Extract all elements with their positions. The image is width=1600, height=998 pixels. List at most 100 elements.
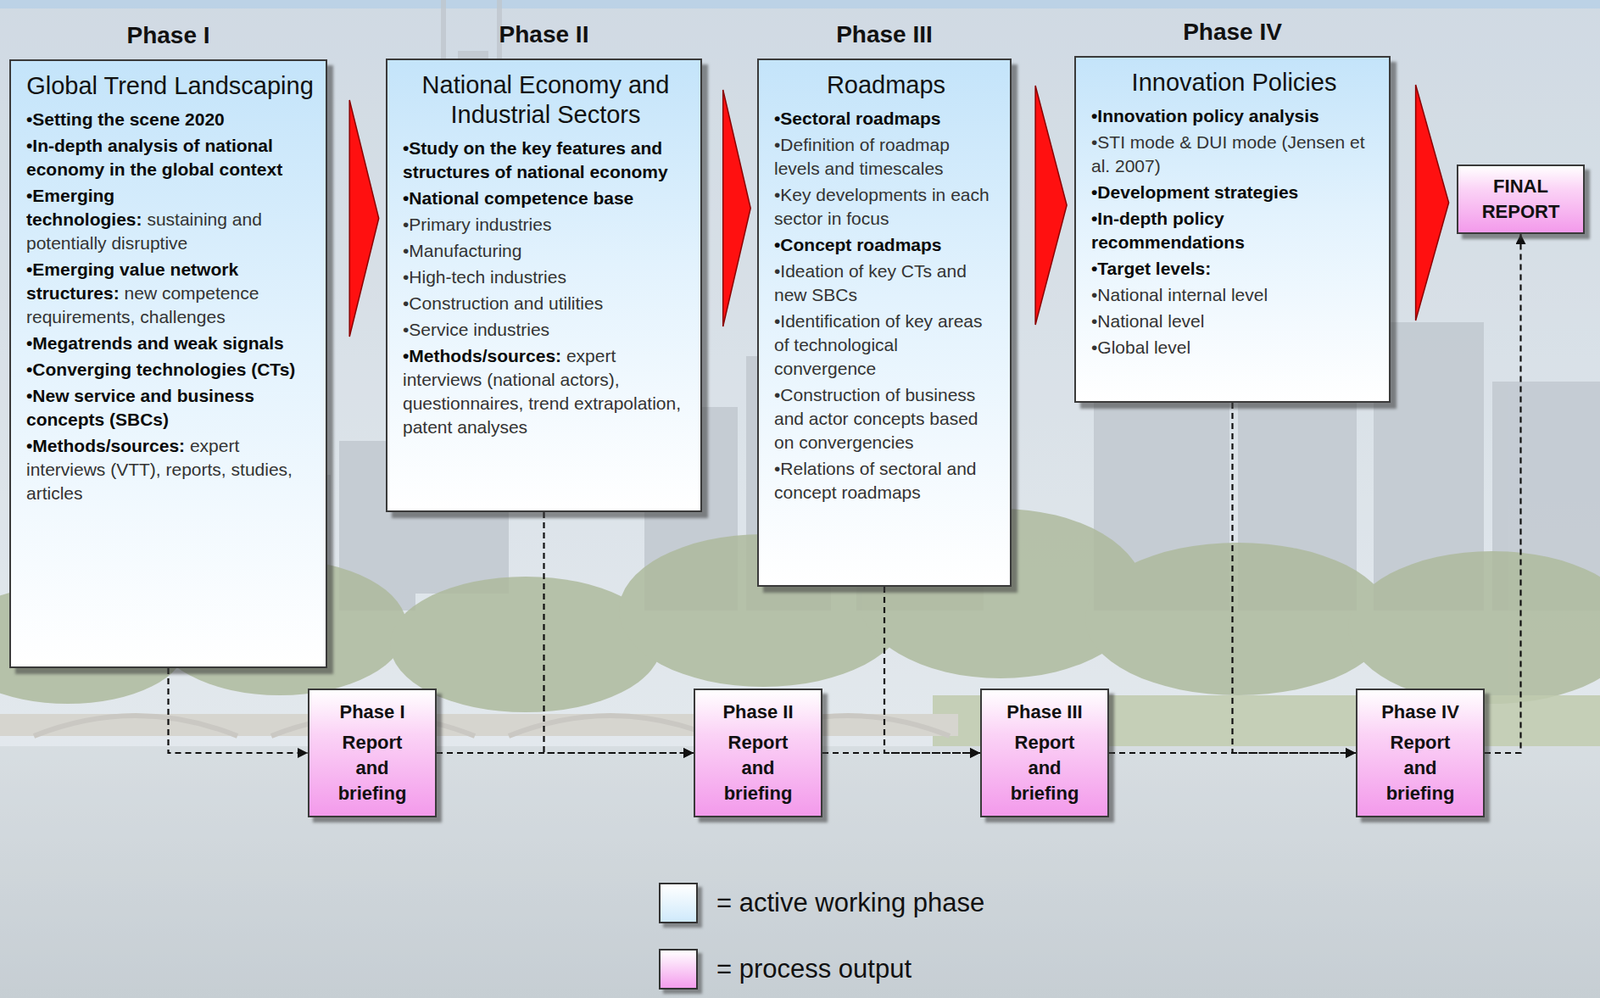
report-text: Phase III bbox=[1006, 699, 1082, 725]
bullet-item: •Sectoral roadmaps bbox=[774, 106, 998, 131]
report-box: Phase II Report and briefing bbox=[693, 688, 823, 818]
bullet-text: •Definition of roadmap levels and timesc… bbox=[774, 134, 950, 179]
bullet-item: •Innovation policy analysis bbox=[1091, 104, 1378, 129]
bullet-bold-text: •Sectoral roadmaps bbox=[774, 108, 941, 129]
dashed-connector bbox=[1484, 234, 1522, 753]
bullet-item: •In-depth policy recommendations bbox=[1091, 206, 1378, 255]
bullet-text: •Global level bbox=[1091, 337, 1191, 357]
dashed-connector bbox=[436, 752, 694, 754]
bullet-bold-text: •Emerging technologies: bbox=[26, 185, 143, 229]
bullet-text: •Construction of business and actor conc… bbox=[774, 384, 979, 452]
bullet-item: •National internal level bbox=[1091, 283, 1378, 307]
bullet-item: •Construction and utilities bbox=[402, 291, 689, 316]
report-text: Report and briefing bbox=[712, 730, 804, 807]
phase-box: Phase IGlobal Trend Landscaping•Setting … bbox=[9, 59, 328, 669]
report-text: Report and briefing bbox=[326, 730, 419, 807]
phase-box: Phase IVInnovation Policies•Innovation p… bbox=[1074, 55, 1391, 403]
bullet-bold-text: •Target levels: bbox=[1091, 258, 1211, 279]
bullet-item: •Concept roadmaps bbox=[774, 233, 998, 257]
bullet-item: •Global level bbox=[1091, 335, 1378, 360]
bullet-item: •Setting the scene 2020 bbox=[26, 107, 314, 132]
legend-text: = active working phase bbox=[716, 887, 985, 919]
bullet-text: •STI mode & DUI mode (Jensen et al. 2007… bbox=[1091, 132, 1366, 176]
box-title: Global Trend Landscaping bbox=[26, 71, 314, 101]
legend-row: = process output bbox=[658, 948, 912, 990]
bullet-item: •Emerging value network structures:new c… bbox=[26, 257, 314, 329]
report-text: Report and briefing bbox=[1374, 730, 1467, 807]
report-text: Report and briefing bbox=[998, 730, 1091, 807]
bullet-item: •Primary industries bbox=[402, 212, 689, 237]
bullet-text: •Construction and utilities bbox=[402, 293, 603, 313]
box-title: Innovation Policies bbox=[1091, 67, 1378, 98]
dashed-connector bbox=[168, 668, 309, 753]
legend-text: = process output bbox=[716, 953, 912, 985]
legend-row: = active working phase bbox=[658, 882, 985, 924]
bullet-text: •National level bbox=[1091, 311, 1205, 331]
legend-swatch bbox=[658, 948, 698, 990]
bullet-bold-text: •Concept roadmaps bbox=[774, 234, 943, 255]
bullet-item: •Service industries bbox=[402, 317, 689, 342]
report-text: Phase IV bbox=[1381, 699, 1460, 725]
bullet-text: •High-tech industries bbox=[402, 267, 567, 287]
report-box: Phase I Report and briefing bbox=[307, 688, 437, 818]
bullet-item: •Study on the key features and structure… bbox=[402, 136, 689, 184]
bullet-bold-text: •Methods/sources: bbox=[26, 435, 185, 456]
box-title: National Economy and Industrial Sectors bbox=[402, 70, 689, 130]
report-text: Phase II bbox=[722, 699, 793, 725]
phase-label: Phase III bbox=[758, 21, 1010, 49]
bullet-item: •In-depth analysis of national economy i… bbox=[26, 133, 314, 182]
bullet-bold-text: •Study on the key features and structure… bbox=[402, 138, 669, 182]
phase-label: Phase I bbox=[11, 22, 326, 50]
bullet-bold-text: •Development strategies bbox=[1091, 182, 1299, 202]
bullet-item: •Relations of sectoral and concept roadm… bbox=[774, 457, 998, 505]
bullet-bold-text: •Converging technologies (CTs) bbox=[26, 359, 296, 380]
dashed-connector bbox=[544, 512, 695, 753]
bullet-item: •STI mode & DUI mode (Jensen et al. 2007… bbox=[1091, 130, 1378, 179]
bullet-bold-text: •Megatrends and weak signals bbox=[26, 333, 285, 353]
phase-flow-arrow bbox=[1416, 84, 1450, 321]
bullet-item: •National level bbox=[1091, 309, 1378, 334]
bullet-item: •Methods/sources:expert interviews (nati… bbox=[402, 344, 689, 440]
bullet-text: •Key developments in each sector in focu… bbox=[774, 184, 990, 229]
final-report-box: FINAL REPORT bbox=[1456, 164, 1585, 235]
bullet-item: •Converging technologies (CTs) bbox=[26, 357, 314, 382]
dashed-connector bbox=[1232, 402, 1357, 753]
bullet-bold-text: •In-depth analysis of national economy i… bbox=[26, 135, 283, 179]
box-title: Roadmaps bbox=[774, 70, 998, 101]
bullet-text: •Ideation of key CTs and new SBCs bbox=[774, 261, 967, 305]
bullet-bold-text: •National competence base bbox=[402, 188, 634, 208]
bullet-item: •Megatrends and weak signals bbox=[26, 331, 314, 356]
bullet-item: •Construction of business and actor conc… bbox=[774, 383, 998, 455]
bullet-item: •Definition of roadmap levels and timesc… bbox=[774, 133, 998, 181]
phase-box: Phase IINational Economy and Industrial … bbox=[385, 58, 703, 513]
phase-flow-arrow bbox=[349, 100, 380, 337]
bullet-item: •Ideation of key CTs and new SBCs bbox=[774, 259, 998, 307]
bullet-text: •Primary industries bbox=[402, 214, 552, 235]
report-text: Phase I bbox=[339, 699, 405, 725]
bullet-bold-text: •Innovation policy analysis bbox=[1091, 105, 1320, 126]
phase-flow-arrow bbox=[723, 89, 752, 327]
bullet-item: •High-tech industries bbox=[402, 265, 689, 290]
bullet-text: •Manufacturing bbox=[402, 240, 522, 261]
bullet-item: •Target levels: bbox=[1091, 256, 1378, 281]
bullet-item: •National competence base bbox=[402, 186, 689, 211]
bullet-item: •New service and business concepts (SBCs… bbox=[26, 384, 314, 432]
bullet-item: •Emerging technologies:sustaining and po… bbox=[26, 183, 314, 256]
legend-swatch bbox=[658, 882, 698, 924]
dashed-connector bbox=[884, 586, 981, 753]
bullet-item: •Identification of key areas of technolo… bbox=[774, 309, 998, 381]
bullet-bold-text: •New service and business concepts (SBCs… bbox=[26, 385, 255, 430]
bullet-bold-text: •Setting the scene 2020 bbox=[26, 109, 225, 129]
bullet-item: •Key developments in each sector in focu… bbox=[774, 183, 998, 231]
bullet-text: •National internal level bbox=[1091, 284, 1268, 305]
report-text: FINAL REPORT bbox=[1471, 173, 1570, 225]
phase-label: Phase II bbox=[387, 21, 701, 49]
bullet-text: •Identification of key areas of technolo… bbox=[774, 311, 983, 379]
bullet-text: •Service industries bbox=[402, 319, 550, 340]
bullet-item: •Methods/sources:expert interviews (VTT)… bbox=[26, 434, 314, 506]
phase-label: Phase IV bbox=[1075, 18, 1389, 46]
bullet-item: •Manufacturing bbox=[402, 239, 689, 263]
bullet-bold-text: •In-depth policy recommendations bbox=[1091, 208, 1245, 252]
